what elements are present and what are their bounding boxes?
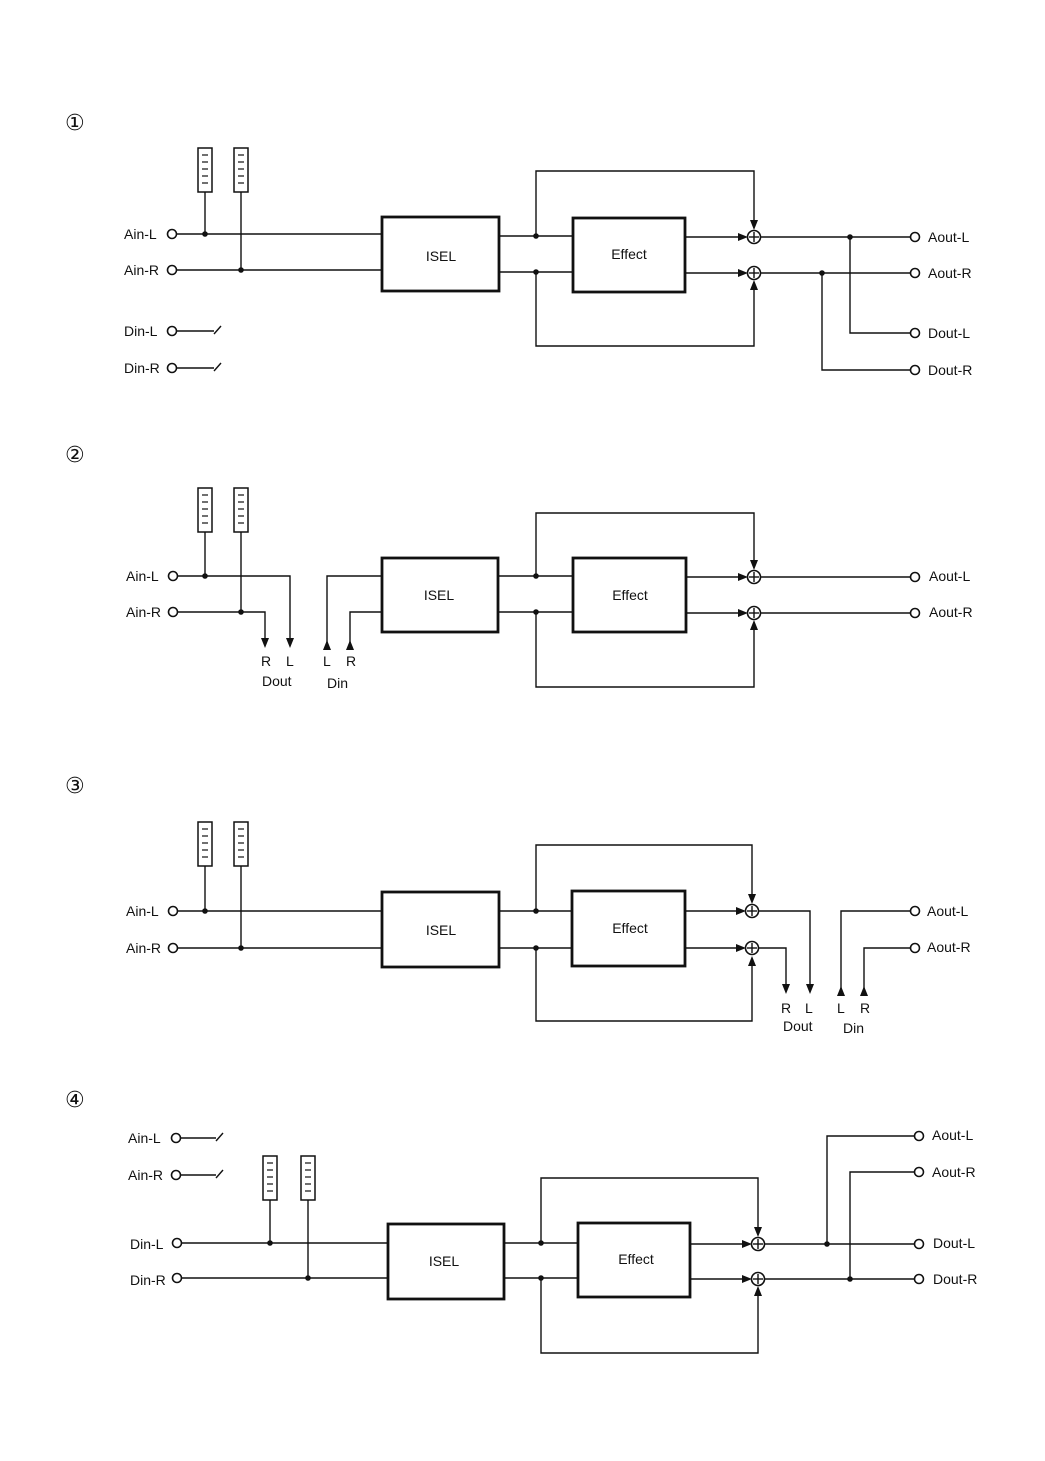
effect-label: Effect bbox=[618, 1251, 654, 1267]
sum-node-icon bbox=[746, 569, 762, 585]
level-meter-icon bbox=[233, 487, 249, 533]
aout-r-label: Aout-R bbox=[927, 939, 971, 955]
aout-l-label: Aout-L bbox=[928, 229, 969, 245]
din-r-label: Din-R bbox=[124, 360, 160, 376]
isel-block bbox=[380, 556, 500, 634]
ain-r-terminal bbox=[166, 264, 178, 276]
din-l-label: Din-L bbox=[124, 323, 158, 339]
isel-label: ISEL bbox=[426, 922, 457, 938]
din-l-label: L bbox=[323, 653, 331, 669]
ain-r-label: Ain-R bbox=[126, 940, 161, 956]
effect-label: Effect bbox=[612, 920, 648, 936]
din-l-terminal bbox=[166, 325, 178, 337]
sum-node-icon bbox=[746, 605, 762, 621]
ain-l-label: Ain-L bbox=[126, 568, 159, 584]
effect-block bbox=[571, 216, 687, 294]
ain-l-terminal bbox=[166, 228, 178, 240]
effect-label: Effect bbox=[611, 246, 647, 262]
diagram-number: ③ bbox=[65, 773, 85, 798]
level-meter-icon bbox=[197, 821, 213, 867]
ain-l-label: Ain-L bbox=[128, 1130, 161, 1146]
din-r-label: Din-R bbox=[130, 1272, 166, 1288]
sum-node-icon bbox=[750, 1236, 766, 1252]
ain-r-label: Ain-R bbox=[126, 604, 161, 620]
dout-r-label: R bbox=[261, 653, 271, 669]
din-l-label: Din-L bbox=[130, 1236, 164, 1252]
aout-r-label: Aout-R bbox=[932, 1164, 976, 1180]
effect-block bbox=[576, 1221, 692, 1299]
isel-block bbox=[386, 1222, 506, 1301]
dout-r-label: R bbox=[781, 1000, 791, 1016]
sum-node-icon bbox=[746, 229, 762, 245]
din-r-label: R bbox=[860, 1000, 870, 1016]
ain-l-label: Ain-L bbox=[126, 903, 159, 919]
din-r-terminal bbox=[166, 362, 178, 374]
level-meter-icon bbox=[197, 487, 213, 533]
routing-diagram-2: ② Ain-L Ain-R R L Dout L R Din ISEL Effe… bbox=[65, 442, 973, 691]
effect-block bbox=[570, 889, 687, 968]
dout-l-label: Dout-L bbox=[933, 1235, 975, 1251]
ain-r-label: Ain-R bbox=[124, 262, 159, 278]
level-meter-icon bbox=[197, 147, 213, 193]
sum-node-icon bbox=[750, 1271, 766, 1287]
ain-l-label: Ain-L bbox=[124, 226, 157, 242]
din-l-label: L bbox=[837, 1000, 845, 1016]
effect-block bbox=[571, 556, 688, 634]
diagram-number: ④ bbox=[65, 1087, 85, 1112]
aout-r-label: Aout-R bbox=[928, 265, 972, 281]
isel-block bbox=[380, 890, 501, 969]
routing-diagram-3: ③ Ain-L Ain-R ISEL Effect bbox=[65, 773, 971, 1036]
level-meter-icon bbox=[300, 1155, 316, 1201]
level-meter-icon bbox=[262, 1155, 278, 1201]
dout-label: Dout bbox=[783, 1018, 813, 1034]
effect-label: Effect bbox=[612, 587, 648, 603]
diagram-number: ① bbox=[65, 110, 85, 135]
dout-label: Dout bbox=[262, 673, 292, 689]
routing-diagram-4: ④ Ain-L Ain-R Din-L Din-R ISEL Effect bbox=[65, 1087, 977, 1354]
dout-l-label: Dout-L bbox=[928, 325, 970, 341]
isel-label: ISEL bbox=[426, 248, 457, 264]
sum-node-icon bbox=[744, 940, 760, 956]
dout-r-label: Dout-R bbox=[933, 1271, 977, 1287]
isel-block bbox=[380, 215, 501, 293]
diagram-number: ② bbox=[65, 442, 85, 467]
ain-r-label: Ain-R bbox=[128, 1167, 163, 1183]
level-meter-icon bbox=[233, 821, 249, 867]
isel-label: ISEL bbox=[429, 1253, 460, 1269]
aout-r-label: Aout-R bbox=[929, 604, 973, 620]
din-label: Din bbox=[327, 675, 348, 691]
routing-diagram-1: ① Ain-L Ain-R Din-L Din-R ISEL Effect bbox=[65, 110, 972, 378]
aout-l-label: Aout-L bbox=[929, 568, 970, 584]
dout-r-label: Dout-R bbox=[928, 362, 972, 378]
sum-node-icon bbox=[746, 265, 762, 281]
dout-l-label: L bbox=[286, 653, 294, 669]
aout-l-label: Aout-L bbox=[932, 1127, 973, 1143]
isel-label: ISEL bbox=[424, 587, 455, 603]
din-label: Din bbox=[843, 1020, 864, 1036]
din-r-label: R bbox=[346, 653, 356, 669]
dout-l-label: L bbox=[805, 1000, 813, 1016]
sum-node-icon bbox=[744, 903, 760, 919]
level-meter-icon bbox=[233, 147, 249, 193]
aout-l-label: Aout-L bbox=[927, 903, 968, 919]
